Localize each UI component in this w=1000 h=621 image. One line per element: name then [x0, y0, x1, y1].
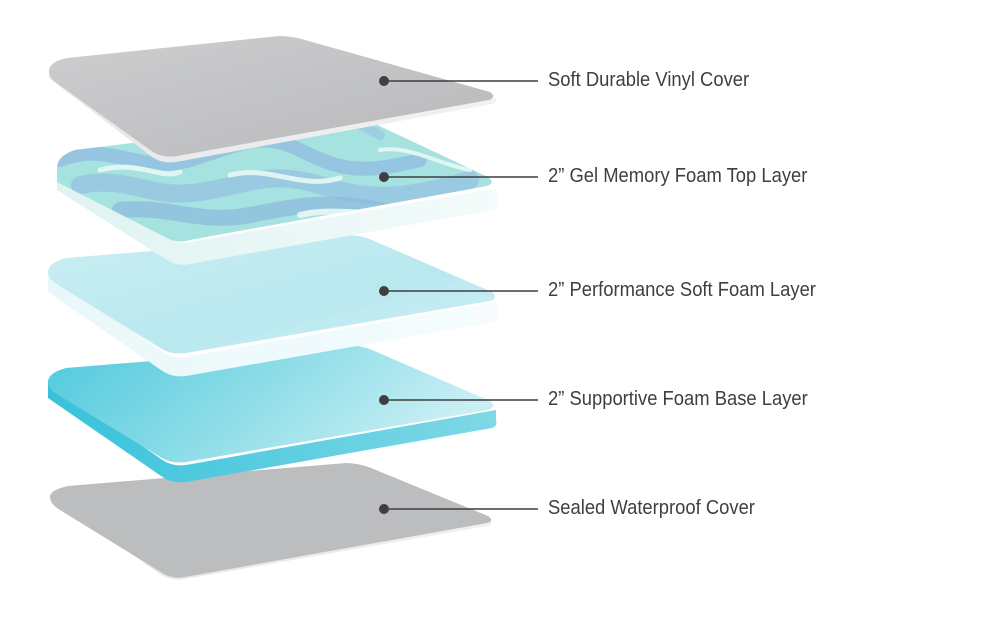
- label-gel-memory-foam: 2” Gel Memory Foam Top Layer: [548, 165, 808, 187]
- callout-dot-vinyl-cover: [379, 76, 389, 86]
- performance-foam-layer: [48, 235, 498, 377]
- label-performance-foam: 2” Performance Soft Foam Layer: [548, 279, 816, 301]
- callout-dot-performance-layer: [379, 286, 389, 296]
- supportive-foam-layer: [48, 345, 497, 483]
- callout-leaders: [385, 80, 538, 510]
- label-waterproof-cover: Sealed Waterproof Cover: [548, 497, 755, 519]
- vinyl-cover-layer: [49, 36, 497, 163]
- callout-dot-supportive-layer: [379, 395, 389, 405]
- callout-dot-gel-layer: [379, 172, 389, 182]
- callout-dot-waterproof-cover: [379, 504, 389, 514]
- label-supportive-foam: 2” Supportive Foam Base Layer: [548, 388, 808, 410]
- waterproof-cover-layer: [50, 463, 492, 580]
- label-vinyl-cover: Soft Durable Vinyl Cover: [548, 69, 750, 91]
